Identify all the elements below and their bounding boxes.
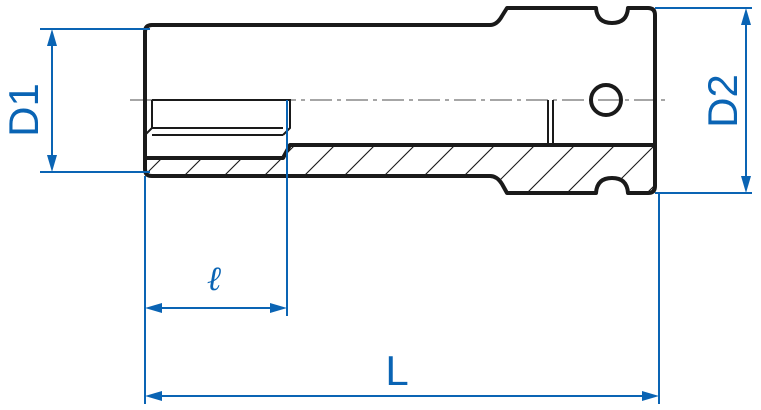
label-d1: D1 — [0, 83, 47, 137]
hex-bore-corners — [144, 99, 291, 136]
dimension-l-small: ℓ — [145, 261, 287, 313]
socket-outline — [143, 6, 657, 195]
dimension-d2: D2 — [699, 8, 751, 193]
dimension-l-total: L — [145, 347, 659, 401]
label-l-small: ℓ — [207, 261, 221, 298]
label-l-total: L — [385, 347, 408, 394]
label-d2: D2 — [699, 74, 746, 128]
dimension-d1: D1 — [0, 29, 57, 172]
hex-bore-section — [143, 143, 657, 160]
detent-hole — [589, 83, 623, 117]
